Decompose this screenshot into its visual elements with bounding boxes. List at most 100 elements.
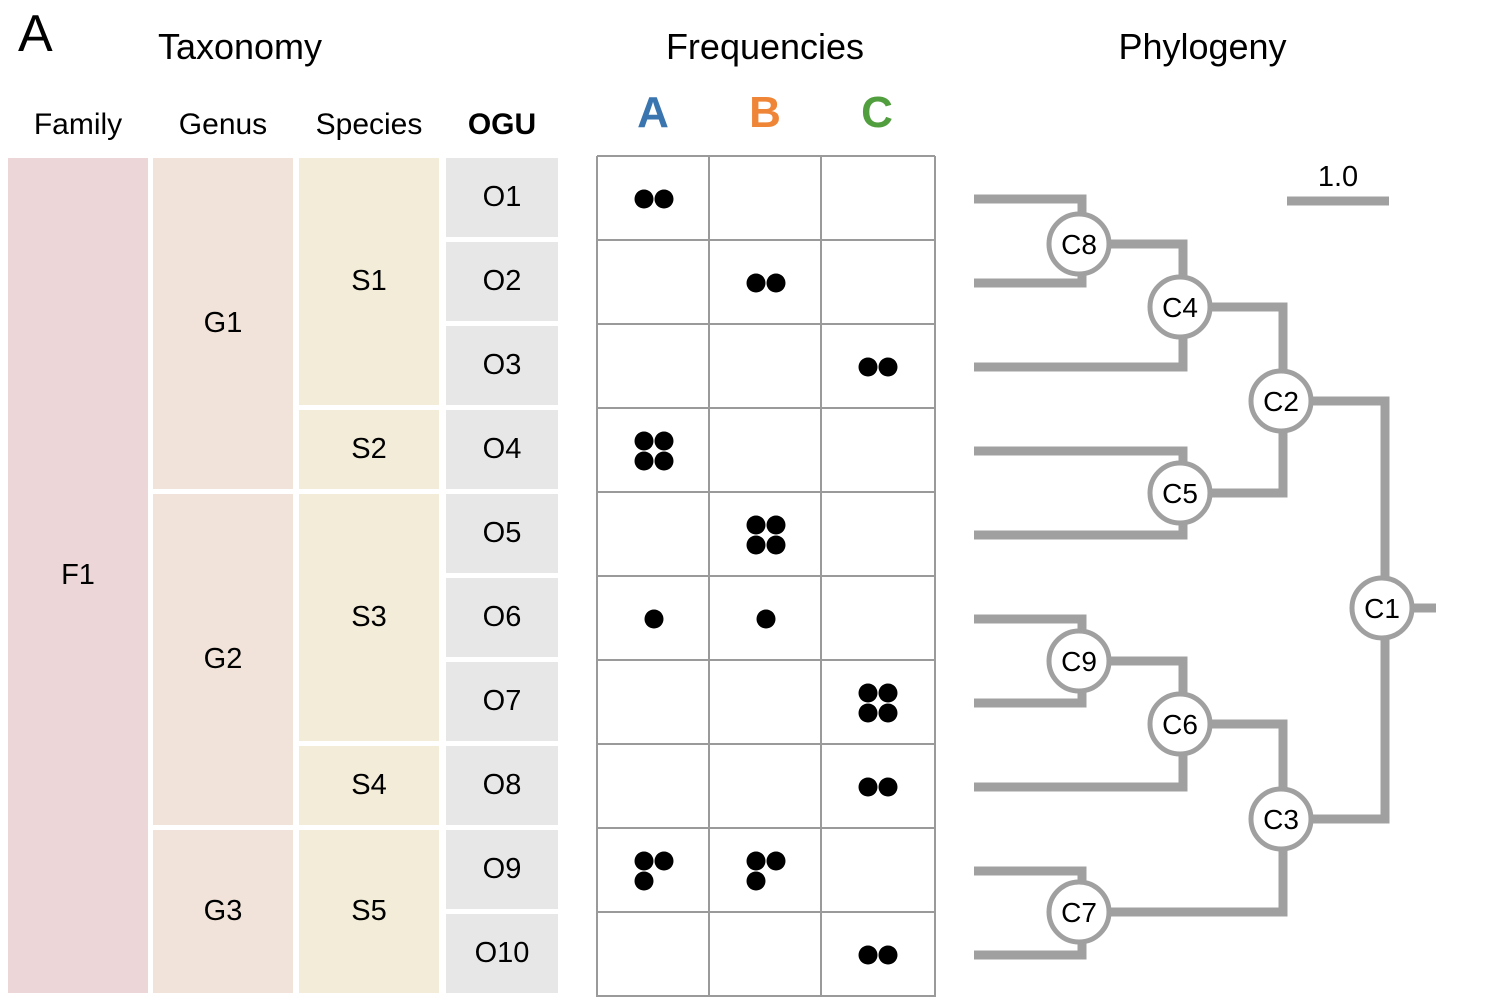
ogu-label: O1	[482, 181, 522, 213]
tree-node-label: C6	[1162, 709, 1198, 740]
frequency-dot	[746, 871, 766, 891]
frequency-dot	[746, 273, 766, 293]
species-label: S2	[351, 433, 387, 465]
ogu-cell: O6	[446, 578, 558, 657]
frequency-dot	[634, 451, 654, 471]
tree-node	[1147, 691, 1213, 757]
ogu-label: O3	[482, 349, 522, 381]
tree-node-label: C2	[1263, 386, 1299, 417]
ogu-cell: O7	[446, 662, 558, 741]
frequency-dot	[634, 871, 654, 891]
ogu-label: O6	[482, 601, 522, 633]
tree-node-label: C3	[1263, 804, 1299, 835]
tree-node	[1147, 274, 1213, 340]
genus-label: G3	[203, 895, 243, 927]
tree-node	[1147, 460, 1213, 526]
phylogeny-title: Phylogeny	[1118, 26, 1287, 67]
tree-node-label: C9	[1061, 646, 1097, 677]
genus-label: G2	[203, 643, 243, 675]
frequency-dot	[766, 851, 786, 871]
tree-node	[1248, 368, 1314, 434]
species-cell: S4	[299, 746, 439, 825]
frequency-dot	[878, 703, 898, 723]
tree-node	[1248, 786, 1314, 852]
ogu-cell: O9	[446, 830, 558, 909]
panel-label: A	[18, 5, 53, 63]
ogu-cell: O3	[446, 326, 558, 405]
genus-label: G1	[203, 307, 243, 339]
genus-cell: G2	[153, 494, 293, 825]
frequency-dot	[766, 515, 786, 535]
ogu-label: O2	[482, 265, 522, 297]
frequencies-title: Frequencies	[665, 26, 865, 67]
taxonomy-title: Taxonomy	[157, 26, 323, 67]
frequency-dot	[746, 535, 766, 555]
frequency-dot	[654, 851, 674, 871]
species-column-header: Species	[315, 108, 423, 141]
frequency-dot	[878, 357, 898, 377]
species-cell: S2	[299, 410, 439, 489]
ogu-cell: O2	[446, 242, 558, 321]
frequency-dot	[746, 851, 766, 871]
tree-node-label: C7	[1061, 897, 1097, 928]
frequency-dot	[634, 189, 654, 209]
ogu-label: O10	[474, 937, 530, 969]
frequency-dot	[634, 431, 654, 451]
tree-node-label: C1	[1364, 593, 1400, 624]
frequency-dot	[634, 851, 654, 871]
frequency-dot	[858, 683, 878, 703]
frequency-dot	[858, 777, 878, 797]
frequency-dot	[654, 189, 674, 209]
tree-node	[1046, 628, 1112, 694]
ogu-label: O8	[482, 769, 522, 801]
ogu-cell: O5	[446, 494, 558, 573]
frequency-dot	[878, 945, 898, 965]
ogu-label: O5	[482, 517, 522, 549]
species-cell: S3	[299, 494, 439, 741]
tree-node	[1046, 211, 1112, 277]
ogu-label: O7	[482, 685, 522, 717]
ogu-column-header: OGU	[467, 108, 537, 141]
species-label: S4	[351, 769, 387, 801]
tree-node-label: C8	[1061, 229, 1097, 260]
tree-node	[1349, 575, 1415, 641]
tree-node-label: C5	[1162, 478, 1198, 509]
family-label: F1	[61, 559, 95, 591]
ogu-label: O4	[482, 433, 522, 465]
family-cell: F1	[8, 158, 148, 993]
family-column-header: Family	[33, 108, 123, 141]
frequency-dot	[644, 609, 664, 629]
frequency-dot	[878, 683, 898, 703]
species-label: S3	[351, 601, 387, 633]
tree-node-label: C4	[1162, 292, 1198, 323]
ogu-label: O9	[482, 853, 522, 885]
tree-node	[1046, 879, 1112, 945]
sample-c-header: C	[861, 88, 893, 137]
frequency-dot	[654, 451, 674, 471]
genus-column-header: Genus	[178, 108, 268, 141]
species-cell: S5	[299, 830, 439, 993]
frequency-dot	[766, 273, 786, 293]
ogu-cell: O8	[446, 746, 558, 825]
species-cell: S1	[299, 158, 439, 405]
species-label: S1	[351, 265, 387, 297]
scale-bar-label: 1.0	[1318, 161, 1358, 193]
ogu-cell: O1	[446, 158, 558, 237]
frequency-dot	[766, 535, 786, 555]
genus-cell: G3	[153, 830, 293, 993]
sample-a-header: A	[637, 88, 669, 137]
species-label: S5	[351, 895, 387, 927]
frequency-dot	[858, 945, 878, 965]
frequency-dot	[746, 515, 766, 535]
sample-b-header: B	[749, 88, 781, 137]
ogu-cell: O4	[446, 410, 558, 489]
frequency-dot	[878, 777, 898, 797]
frequency-dot	[756, 609, 776, 629]
frequency-dot	[858, 703, 878, 723]
frequency-dot	[654, 431, 674, 451]
ogu-cell: O10	[446, 914, 558, 993]
genus-cell: G1	[153, 158, 293, 489]
frequency-dot	[858, 357, 878, 377]
